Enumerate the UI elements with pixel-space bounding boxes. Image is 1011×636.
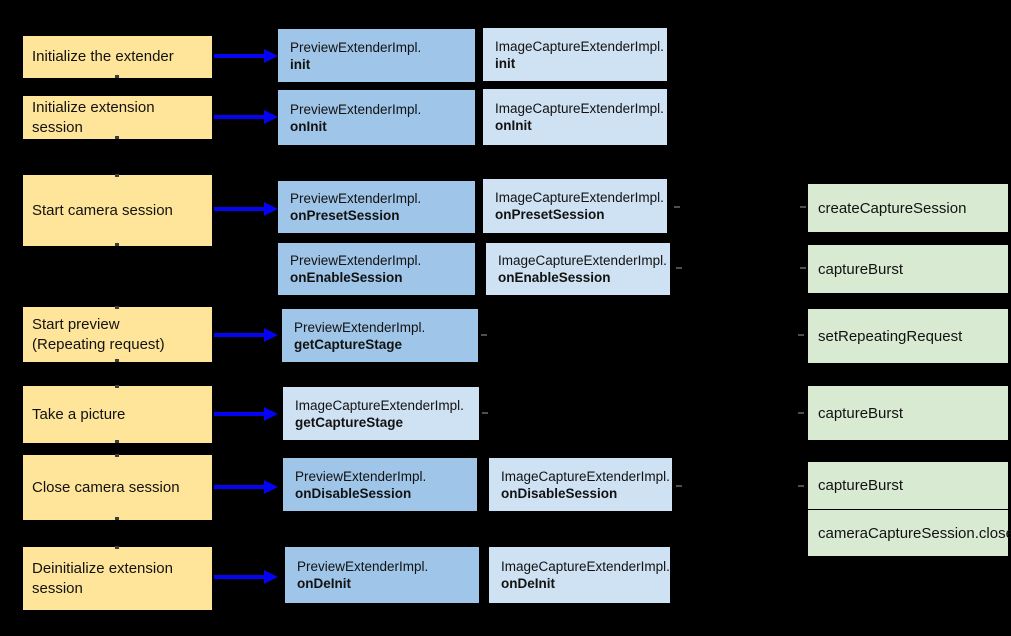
- preview-extender-box: PreviewExtenderImpl. onInit: [278, 90, 475, 145]
- connector-dash: [482, 412, 488, 414]
- connector-dash: [800, 206, 806, 208]
- flow-arrow: [214, 49, 278, 63]
- class-name: ImageCaptureExtenderImpl.: [295, 397, 464, 413]
- method-name: init: [495, 55, 516, 71]
- image-capture-extender-box: ImageCaptureExtenderImpl. onEnableSessio…: [486, 243, 670, 295]
- class-name: ImageCaptureExtenderImpl.: [498, 253, 667, 268]
- flow-arrow: [214, 328, 278, 342]
- connector-dash: [676, 267, 682, 269]
- preview-extender-box: PreviewExtenderImpl. onDisableSession: [283, 458, 477, 511]
- class-name: PreviewExtenderImpl.: [290, 101, 422, 117]
- step-box-start-preview: Start preview (Repeating request): [23, 307, 212, 362]
- connector-dash: [798, 334, 804, 336]
- connector-dash: [800, 267, 806, 269]
- class-name: ImageCaptureExtenderImpl.: [495, 190, 664, 205]
- class-name: ImageCaptureExtenderImpl.: [495, 101, 664, 116]
- method-name: onPresetSession: [495, 207, 605, 222]
- class-name: ImageCaptureExtenderImpl.: [501, 559, 670, 574]
- step-box-initialize-extension-session: Initialize extension session: [23, 96, 212, 139]
- connector-dash: [798, 412, 804, 414]
- connector-tick: [115, 546, 119, 549]
- image-capture-extender-box: ImageCaptureExtenderImpl. onDeInit: [489, 547, 670, 603]
- method-name: getCaptureStage: [295, 414, 404, 430]
- connector-tick: [115, 75, 119, 78]
- method-name: getCaptureStage: [294, 336, 403, 352]
- connector-tick: [115, 243, 119, 246]
- flow-arrow: [214, 570, 278, 584]
- preview-extender-box: PreviewExtenderImpl. onDeInit: [285, 547, 479, 603]
- class-name: PreviewExtenderImpl.: [290, 253, 422, 268]
- connector-tick: [115, 306, 119, 309]
- connector-tick: [115, 385, 119, 388]
- camera2-call-box: captureBurst: [808, 386, 1008, 440]
- flow-arrow: [214, 480, 278, 494]
- connector-dash: [798, 485, 804, 487]
- method-name: onDeInit: [297, 576, 351, 591]
- method-name: onEnableSession: [290, 270, 403, 285]
- connector-tick: [115, 454, 119, 457]
- class-name: PreviewExtenderImpl.: [297, 559, 429, 574]
- camera2-call-box: captureBurst: [808, 245, 1008, 293]
- method-name: onDisableSession: [295, 485, 412, 501]
- connector-tick: [115, 136, 119, 139]
- camera2-call-box: captureBurst: [808, 462, 1008, 509]
- connector-tick: [115, 517, 119, 520]
- connector-tick: [115, 174, 119, 177]
- camera2-call-box: cameraCaptureSession.close: [808, 510, 1011, 556]
- step-box-initialize-extender: Initialize the extender: [23, 36, 212, 78]
- class-name: PreviewExtenderImpl.: [290, 191, 422, 206]
- class-name: ImageCaptureExtenderImpl.: [495, 38, 664, 54]
- preview-extender-box: PreviewExtenderImpl. onPresetSession: [278, 181, 475, 233]
- connector-dash: [481, 334, 487, 336]
- connector-tick: [115, 440, 119, 443]
- image-capture-extender-box: ImageCaptureExtenderImpl. onInit: [483, 89, 667, 145]
- method-name: onDisableSession: [501, 485, 618, 501]
- step-box-deinitialize-extension-session: Deinitialize extension session: [23, 547, 212, 610]
- image-capture-extender-box: ImageCaptureExtenderImpl. onDisableSessi…: [489, 458, 672, 511]
- step-box-take-a-picture: Take a picture: [23, 386, 212, 443]
- preview-extender-box: PreviewExtenderImpl. onEnableSession: [278, 243, 475, 295]
- preview-extender-box: PreviewExtenderImpl. init: [278, 29, 475, 82]
- method-name: onInit: [290, 118, 327, 134]
- camera2-call-box: createCaptureSession: [808, 184, 1008, 232]
- image-capture-extender-box: ImageCaptureExtenderImpl. getCaptureStag…: [283, 387, 479, 440]
- method-name: onDeInit: [501, 576, 555, 591]
- method-name: onPresetSession: [290, 208, 400, 223]
- connector-dash: [676, 485, 682, 487]
- flow-arrow: [214, 110, 278, 124]
- connector-dash: [674, 206, 680, 208]
- class-name: PreviewExtenderImpl.: [294, 319, 426, 335]
- image-capture-extender-box: ImageCaptureExtenderImpl. onPresetSessio…: [483, 179, 667, 233]
- class-name: PreviewExtenderImpl.: [295, 468, 427, 484]
- method-name: onEnableSession: [498, 270, 611, 285]
- step-box-start-camera-session: Start camera session: [23, 175, 212, 246]
- method-name: init: [290, 56, 311, 72]
- flow-arrow: [214, 407, 278, 421]
- camera2-call-box: setRepeatingRequest: [808, 309, 1008, 363]
- flow-arrow: [214, 202, 278, 216]
- class-name: PreviewExtenderImpl.: [290, 39, 422, 55]
- step-box-close-camera-session: Close camera session: [23, 455, 212, 520]
- image-capture-extender-box: ImageCaptureExtenderImpl. init: [483, 28, 667, 81]
- method-name: onInit: [495, 118, 532, 133]
- connector-tick: [115, 359, 119, 362]
- class-name: ImageCaptureExtenderImpl.: [501, 468, 670, 484]
- preview-extender-box: PreviewExtenderImpl. getCaptureStage: [282, 309, 478, 362]
